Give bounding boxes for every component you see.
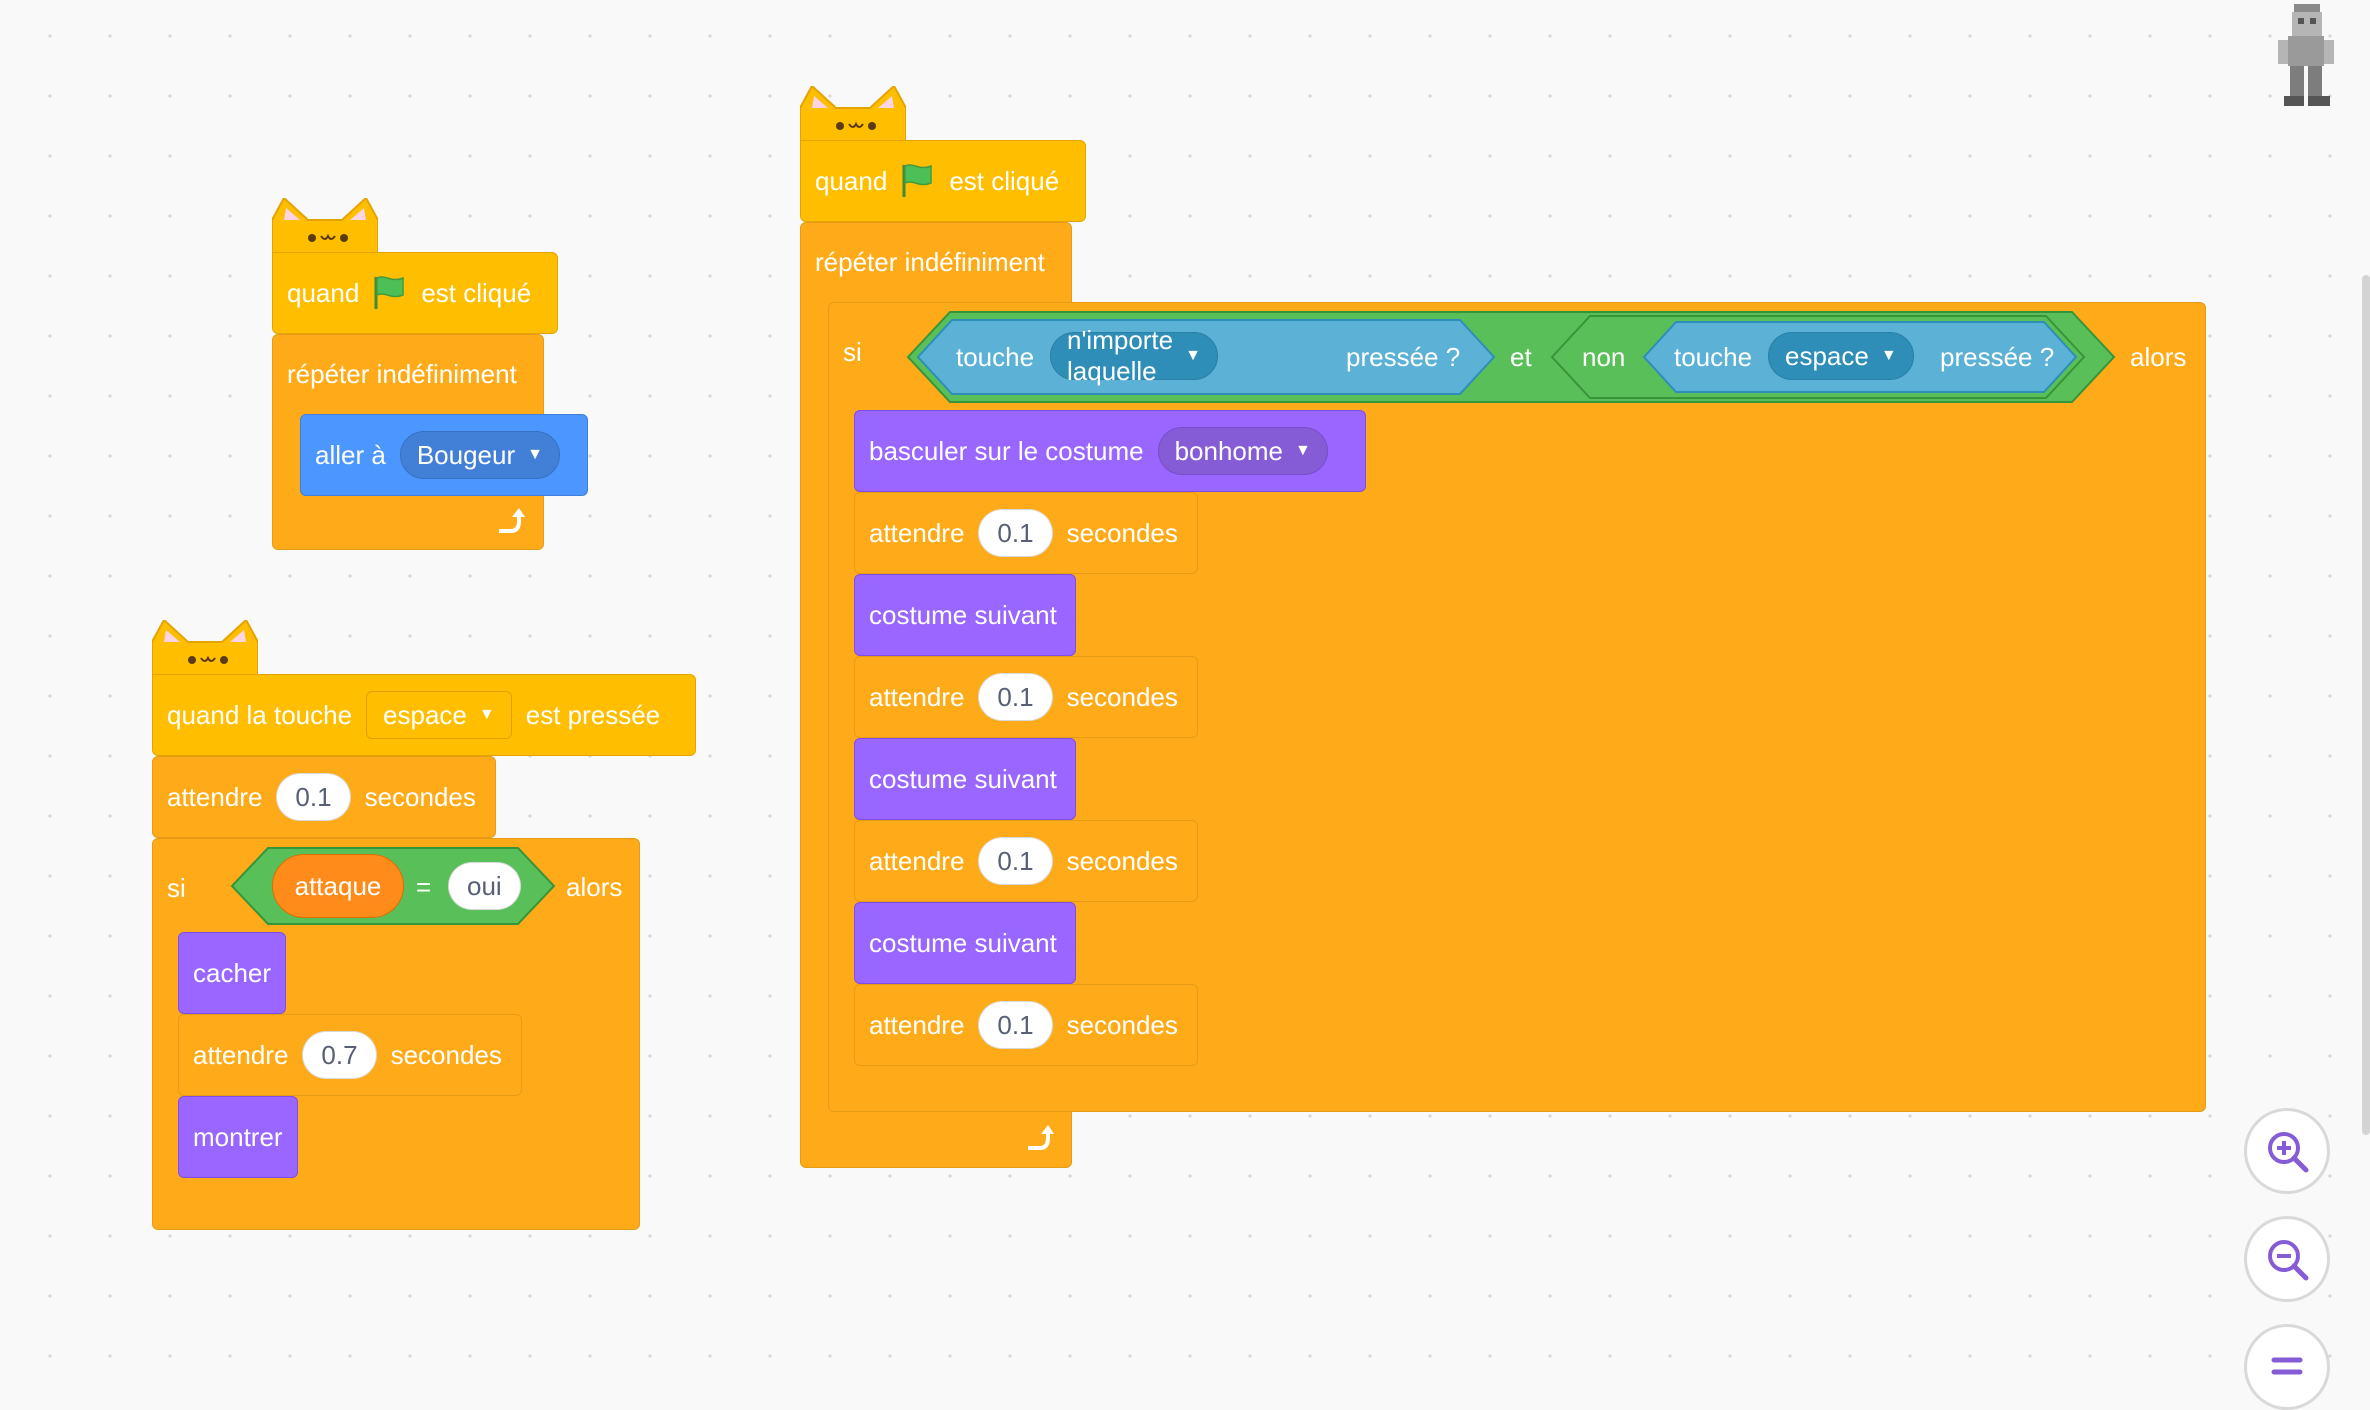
seconds-label: secondes: [1066, 517, 1178, 548]
if-inner-mask: [180, 932, 640, 1176]
when-key-label: quand la touche: [167, 699, 353, 730]
key-label: touche: [956, 342, 1035, 372]
space-key-value: espace: [1785, 340, 1869, 371]
wait-block-3[interactable]: attendre 0.1 secondes: [854, 820, 1198, 902]
if-label: si: [843, 337, 862, 367]
costume-value: bonhome: [1174, 435, 1283, 466]
switch-costume-label: basculer sur le costume: [869, 435, 1144, 466]
when-key-pressed-block[interactable]: quand la touche espace ▼ est pressée: [152, 674, 696, 756]
wait-seconds-input[interactable]: 0.1: [978, 837, 1053, 885]
hide-label: cacher: [193, 957, 272, 988]
switch-costume-block[interactable]: basculer sur le costume bonhome ▼: [854, 410, 1366, 492]
seconds-label: secondes: [1066, 681, 1178, 712]
wait-seconds-input[interactable]: 0.1: [978, 673, 1053, 721]
green-flag-icon: [374, 275, 405, 311]
loop-arrow-icon: [499, 508, 525, 533]
wait-label: attendre: [869, 1009, 965, 1040]
zoom-in-button[interactable]: [2244, 1108, 2330, 1194]
key-label: touche: [1674, 342, 1753, 372]
cat-hat-icon: [272, 198, 378, 260]
dropdown-arrow-icon: ▼: [1185, 347, 1201, 364]
dropdown-arrow-icon: ▼: [527, 446, 543, 463]
pressed-label: pressée ?: [1346, 342, 1461, 372]
key-value: espace: [383, 699, 467, 730]
seconds-label: secondes: [364, 781, 476, 812]
wait-label: attendre: [869, 845, 965, 876]
next-costume-label: costume suivant: [869, 599, 1057, 630]
zoom-in-icon: [2268, 1132, 2309, 1173]
sprite-thumbnail: [2278, 4, 2334, 106]
goto-label: aller à: [315, 439, 386, 470]
loop-arrow-icon: [1028, 1125, 1054, 1150]
wait-label: attendre: [193, 1039, 289, 1070]
when-flag-clicked-block[interactable]: quand est cliqué: [272, 252, 558, 334]
space-key-dropdown[interactable]: espace ▼: [1768, 332, 1914, 380]
next-costume-block-1[interactable]: costume suivant: [854, 574, 1076, 656]
wait-label: attendre: [869, 517, 965, 548]
next-costume-block-3[interactable]: costume suivant: [854, 902, 1076, 984]
wait-seconds-input[interactable]: 0.1: [978, 1001, 1053, 1049]
any-key-value: n'importe laquelle: [1067, 325, 1174, 386]
wait-block-4[interactable]: attendre 0.1 secondes: [854, 984, 1198, 1066]
any-key-dropdown[interactable]: n'importe laquelle ▼: [1050, 325, 1218, 386]
wait-seconds-input[interactable]: 0.1: [978, 509, 1053, 557]
dropdown-arrow-icon: ▼: [1880, 347, 1897, 364]
next-costume-label: costume suivant: [869, 763, 1057, 794]
dropdown-arrow-icon: ▼: [1294, 442, 1311, 459]
wait-block-2[interactable]: attendre 0.1 secondes: [854, 656, 1198, 738]
show-block[interactable]: montrer: [178, 1096, 298, 1178]
zoom-reset-icon: [2271, 1357, 2303, 1375]
pressed-label: est pressée: [525, 699, 661, 730]
hide-block[interactable]: cacher: [178, 932, 286, 1014]
dropdown-arrow-icon: ▼: [478, 706, 495, 723]
show-label: montrer: [193, 1121, 283, 1152]
vertical-scrollbar[interactable]: [2362, 275, 2370, 1135]
costume-dropdown[interactable]: bonhome ▼: [1157, 427, 1328, 475]
seconds-label: secondes: [1066, 1009, 1178, 1040]
if-label: si: [167, 873, 186, 903]
not-label: non: [1582, 342, 1626, 372]
green-flag-icon: [902, 163, 933, 199]
when-label: quand: [815, 165, 888, 196]
pressed-label: pressée ?: [1940, 342, 2055, 372]
cat-hat-icon: [800, 86, 906, 148]
wait-seconds-input[interactable]: 0.7: [302, 1031, 377, 1079]
attaque-variable-reporter[interactable]: attaque: [272, 854, 404, 918]
wait-label: attendre: [167, 781, 263, 812]
zoom-reset-button[interactable]: [2244, 1324, 2330, 1410]
zoom-out-button[interactable]: [2244, 1216, 2330, 1302]
clicked-label: est cliqué: [949, 165, 1060, 196]
then-label: alors: [2130, 342, 2187, 372]
wait-label: attendre: [869, 681, 965, 712]
key-dropdown[interactable]: espace ▼: [366, 691, 512, 739]
zoom-out-icon: [2268, 1240, 2309, 1281]
wait-block-2[interactable]: attendre 0.7 secondes: [178, 1014, 522, 1096]
equals-label: =: [416, 872, 432, 902]
wait-block[interactable]: attendre 0.1 secondes: [152, 756, 496, 838]
next-costume-label: costume suivant: [869, 927, 1057, 958]
goto-target-value: Bougeur: [416, 439, 516, 470]
next-costume-block-2[interactable]: costume suivant: [854, 738, 1076, 820]
goto-target-dropdown[interactable]: Bougeur ▼: [399, 431, 560, 479]
compare-value-input[interactable]: oui: [448, 862, 521, 910]
goto-block[interactable]: aller à Bougeur ▼: [300, 414, 588, 496]
forever-label: répéter indéfiniment: [815, 247, 1045, 277]
and-label: et: [1510, 342, 1532, 372]
wait-block-1[interactable]: attendre 0.1 secondes: [854, 492, 1198, 574]
variable-name: attaque: [294, 870, 382, 901]
when-flag-clicked-block[interactable]: quand est cliqué: [800, 140, 1086, 222]
seconds-label: secondes: [1066, 845, 1178, 876]
clicked-label: est cliqué: [421, 277, 532, 308]
cat-hat-icon: [152, 620, 258, 682]
when-label: quand: [287, 277, 360, 308]
wait-seconds-input[interactable]: 0.1: [276, 773, 351, 821]
forever-label: répéter indéfiniment: [287, 359, 517, 389]
then-label: alors: [566, 872, 623, 902]
seconds-label: secondes: [390, 1039, 502, 1070]
